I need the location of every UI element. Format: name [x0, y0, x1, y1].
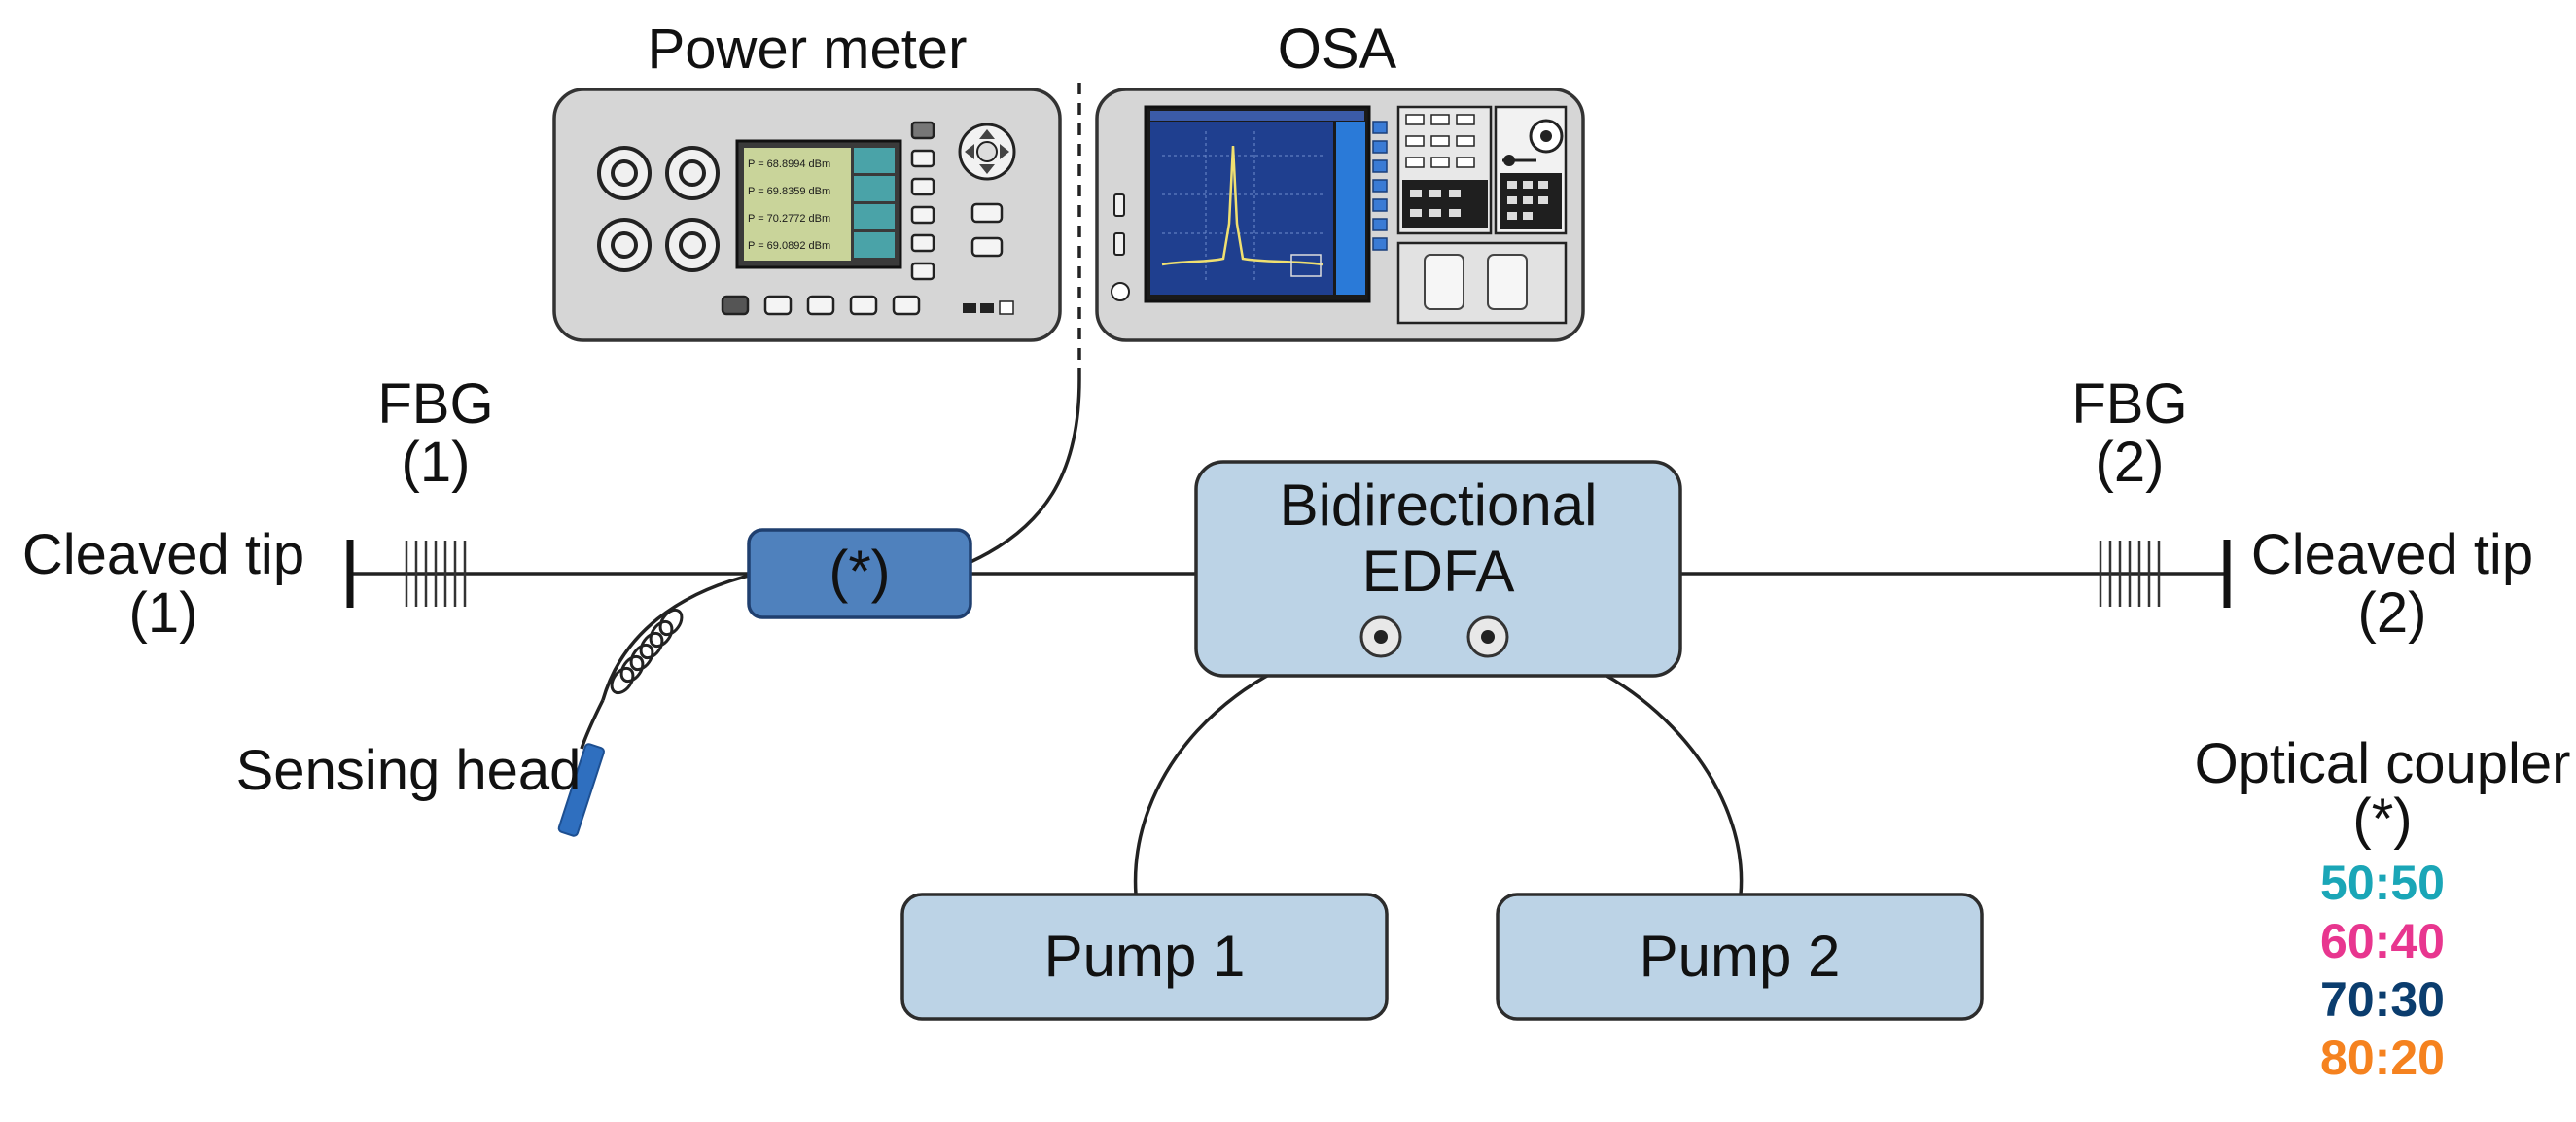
- power-reading-2: P = 69.8359 dBm: [748, 186, 830, 197]
- osa-keypad-panel: [1396, 105, 1568, 235]
- osa-drive-panel: [1396, 241, 1568, 325]
- edfa-port-2: [1466, 615, 1509, 658]
- osa-screen: [1144, 105, 1371, 303]
- osa-label: OSA: [1278, 18, 1397, 81]
- legend-ratio-2: 60:40: [2320, 914, 2445, 968]
- fiber-coupler-to-instruments: [970, 378, 1081, 564]
- fbg-left-label-line1: FBG: [377, 372, 493, 436]
- fbg-left-label-line2: (1): [402, 431, 471, 494]
- cleaved-tip-right-line2: (2): [2358, 581, 2427, 645]
- power-meter-indicator: [963, 300, 1014, 315]
- legend-title: Optical coupler: [2195, 732, 2571, 795]
- sensing-head-icon: [557, 743, 605, 837]
- legend-ratio-4: 80:20: [2320, 1031, 2445, 1085]
- cleaved-tip-left-line1: Cleaved tip: [22, 523, 304, 586]
- power-meter-device: P = 68.8994 dBm P = 69.8359 dBm P = 70.2…: [552, 88, 1062, 342]
- edfa-port-1: [1359, 615, 1402, 658]
- coupler-label: (*): [829, 539, 890, 604]
- legend-ratio-1: 50:50: [2320, 856, 2445, 910]
- edfa-label-line1: Bidirectional: [1280, 473, 1598, 538]
- pump-2-box: Pump 2: [1496, 893, 1984, 1021]
- coupler-legend: Optical coupler (*) 50:50 60:40 70:30 80…: [2195, 732, 2571, 1085]
- legend-symbol: (*): [2352, 788, 2412, 851]
- fiber-sensing-lead: [580, 699, 605, 750]
- cleaved-tip-right-line1: Cleaved tip: [2251, 523, 2533, 586]
- legend-ratio-3: 70:30: [2320, 972, 2445, 1027]
- fbg-grating-left: [405, 541, 467, 607]
- fiber-lines: [350, 83, 2227, 895]
- pump-2-label: Pump 2: [1640, 924, 1841, 989]
- sensing-head-label: Sensing head: [236, 739, 582, 802]
- power-meter-side-buttons: [910, 121, 1004, 281]
- power-meter-label: Power meter: [648, 18, 968, 81]
- edfa-label-line2: EDFA: [1362, 539, 1515, 604]
- pump-1-box: Pump 1: [900, 893, 1389, 1021]
- osa-side-controls: [1372, 121, 1388, 251]
- power-reading-1: P = 68.8994 dBm: [748, 158, 830, 170]
- power-reading-3: P = 70.2772 dBm: [748, 213, 830, 225]
- edfa-box: Bidirectional EDFA: [1194, 460, 1682, 678]
- fbg-right-label-line2: (2): [2096, 431, 2165, 494]
- fiber-coil: [610, 608, 684, 695]
- cleaved-tip-left-line2: (1): [129, 581, 198, 645]
- fiber-to-sensing-head: [601, 574, 750, 701]
- power-reading-4: P = 69.0892 dBm: [748, 240, 830, 252]
- power-meter-bottom-buttons: [721, 295, 921, 316]
- fbg-grating-right: [2099, 541, 2161, 607]
- power-meter-screen: P = 68.8994 dBm P = 69.8359 dBm P = 70.2…: [735, 139, 902, 269]
- optical-coupler: (*): [747, 528, 972, 619]
- power-meter-dpad-icon: [958, 123, 1016, 181]
- osa-power-buttons: [1111, 193, 1130, 301]
- pump-1-label: Pump 1: [1044, 924, 1246, 989]
- osa-spectrum-trace: [1161, 145, 1323, 266]
- power-meter-connectors: [597, 146, 720, 272]
- fbg-right-label-line1: FBG: [2071, 372, 2187, 436]
- osa-device: [1095, 88, 1585, 342]
